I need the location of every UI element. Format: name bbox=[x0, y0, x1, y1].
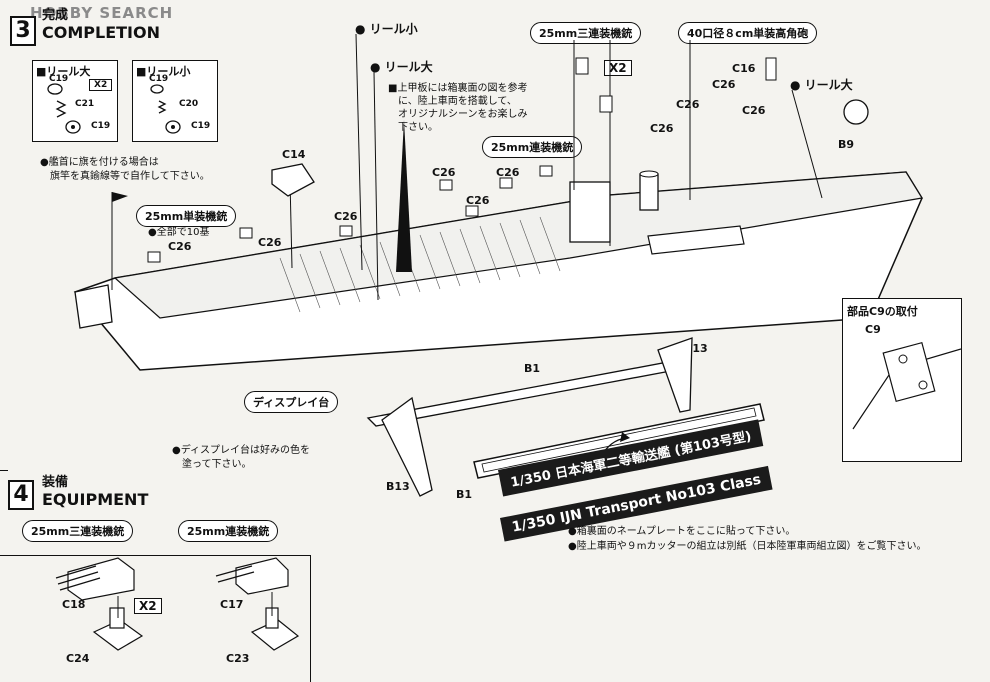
reel-small-title: ■リール小 bbox=[136, 65, 191, 78]
part-label-b9: B9 bbox=[838, 138, 855, 151]
step3-bottom-rule bbox=[0, 470, 8, 471]
part-label-c26-4: C26 bbox=[432, 166, 456, 179]
part-label-b13-bottom: B13 bbox=[386, 480, 410, 493]
reel-large-drawing bbox=[47, 83, 81, 134]
reel-small-part-2: C20 bbox=[179, 99, 199, 109]
step3-title-jp: 完成 bbox=[42, 8, 69, 23]
flag-note-line2: 旗竿を真鍮線等で自作して下さい。 bbox=[50, 171, 210, 182]
part-label-c26-8: C26 bbox=[676, 98, 700, 111]
step3-title-en: COMPLETION bbox=[42, 23, 160, 42]
step4-divider-vertical bbox=[310, 555, 311, 682]
part-label-c26-9: C26 bbox=[712, 78, 736, 91]
reel-large-x2: X2 bbox=[89, 79, 113, 91]
reel-small-part-3: C19 bbox=[191, 121, 211, 131]
c9-inset-label: C9 bbox=[865, 323, 881, 336]
total-10-note: ●全部で10基 bbox=[148, 227, 210, 238]
triple-25mm-x2: X2 bbox=[604, 60, 632, 76]
part-label-c26-2: C26 bbox=[258, 236, 282, 249]
reel-small-box: ■リール小 C19 C20 C19 bbox=[132, 60, 218, 142]
step4-title-jp: 装備 bbox=[42, 475, 69, 490]
stand-note-line2: 塗って下さい。 bbox=[182, 459, 252, 470]
equip-c18: C18 bbox=[62, 598, 86, 611]
part-label-c26-5: C26 bbox=[496, 166, 520, 179]
part-label-c14: C14 bbox=[282, 148, 306, 161]
step4-number: 4 bbox=[8, 480, 34, 510]
reel-large-callout-mid: ● リール大 bbox=[370, 60, 433, 74]
part-label-b1-bottom: B1 bbox=[456, 488, 473, 501]
triple-25mm-pill: 25mm三連装機銃 bbox=[530, 22, 642, 44]
part-label-c26-7: C26 bbox=[650, 122, 674, 135]
part-label-c26-1: C26 bbox=[168, 240, 192, 253]
c9-inset-drawing bbox=[852, 341, 961, 430]
equip-c24: C24 bbox=[66, 652, 90, 665]
watermark: HOBBY SEARCH bbox=[30, 4, 174, 22]
equip-triple-pill: 25mm三連装機銃 bbox=[22, 520, 134, 542]
part-label-c26-10: C26 bbox=[742, 104, 766, 117]
equip-twin-pill: 25mm連装機銃 bbox=[178, 520, 279, 542]
reel-large-callout-right: ● リール大 bbox=[790, 78, 853, 92]
reel-large-title: ■リール大 bbox=[36, 65, 91, 78]
part-label-c26-3: C26 bbox=[334, 210, 358, 223]
step4-title-en: EQUIPMENT bbox=[42, 490, 149, 509]
equip-x2: X2 bbox=[134, 598, 162, 614]
reel-small-part-1: C19 bbox=[149, 74, 169, 84]
gun-40-pill: 40口径８cm単装高角砲 bbox=[678, 22, 818, 44]
deck-note: ■上甲板には箱裏面の図を参考 に、陸上車両を搭載して、 オリジナルシーンをお楽し… bbox=[388, 83, 528, 133]
c9-inset-title: 部品C9の取付 bbox=[847, 305, 918, 318]
reel-large-part-3: C19 bbox=[91, 121, 111, 131]
reel-small-callout: ● リール小 bbox=[355, 22, 418, 36]
flag-note-line1: ●艦首に旗を付ける場合は bbox=[40, 157, 159, 168]
display-stand-pill: ディスプレイ台 bbox=[244, 391, 339, 413]
part-label-c16: C16 bbox=[732, 62, 756, 75]
part-label-b1-top: B1 bbox=[524, 362, 541, 375]
step4-divider bbox=[0, 555, 310, 556]
part-label-c26-6: C26 bbox=[466, 194, 490, 207]
c9-inset: 部品C9の取付 C9 bbox=[842, 298, 962, 462]
equip-c23: C23 bbox=[226, 652, 250, 665]
vehicle-note: ●陸上車両や９mカッターの組立は別紙（日本陸軍車両組立図）をご覧下さい。 bbox=[568, 541, 927, 552]
reel-large-part-1: C19 bbox=[49, 74, 69, 84]
single-25mm-pill: 25mm単装機銃 bbox=[136, 205, 237, 227]
reel-large-box: ■リール大 X2 C19 C21 C19 bbox=[32, 60, 118, 142]
nameplate-note: ●箱裏面のネームプレートをここに貼って下さい。 bbox=[568, 526, 796, 537]
stand-note-line1: ●ディスプレイ台は好みの色を bbox=[172, 445, 311, 456]
reel-small-drawing bbox=[150, 84, 181, 134]
twin-25mm-pill: 25mm連装機銃 bbox=[482, 136, 583, 158]
equip-c17: C17 bbox=[220, 598, 244, 611]
reel-large-part-2: C21 bbox=[75, 99, 95, 109]
step3-number: 3 bbox=[10, 16, 36, 46]
